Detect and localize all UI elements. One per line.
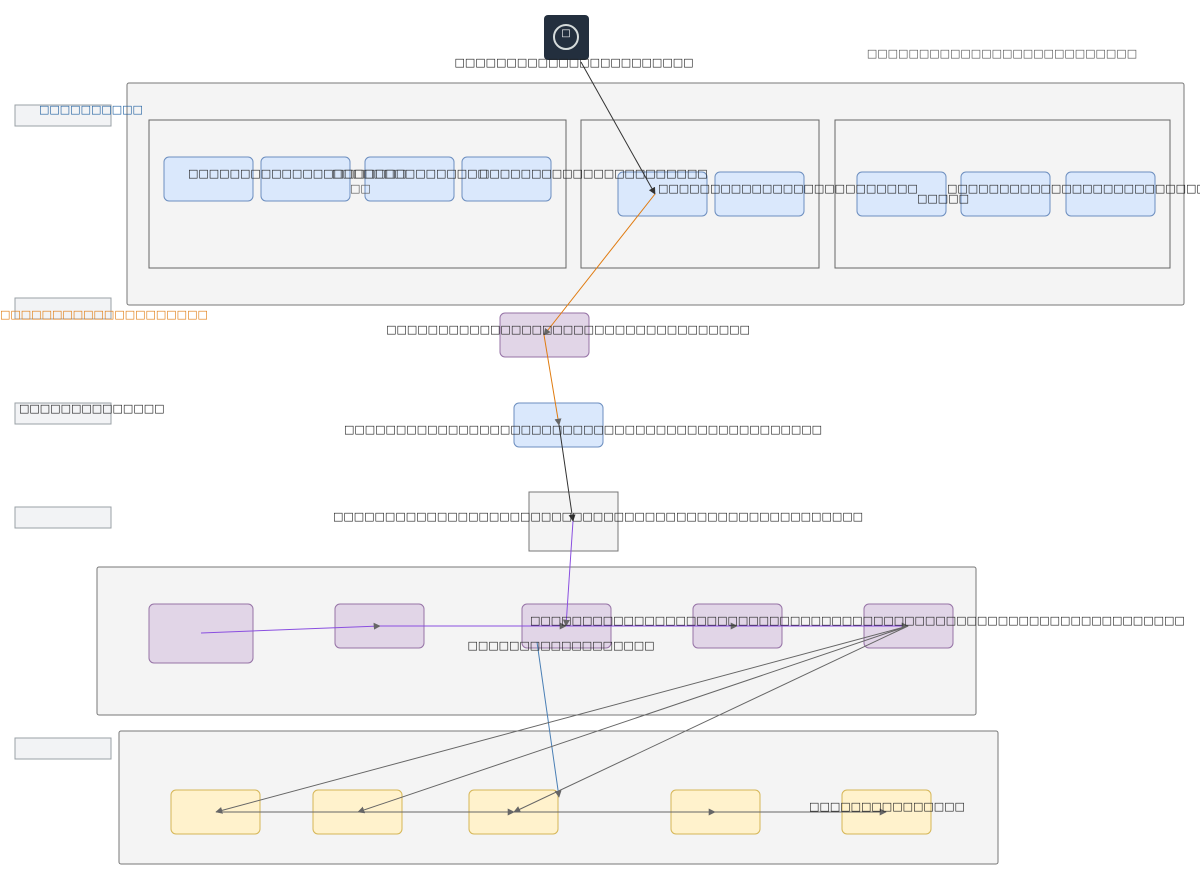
edge-group2-to-purple — [543, 193, 656, 336]
mid-purple-label: □□□□□□□□□□□□□□□□□□□□□□□□□□□□□□□□□□□ — [386, 323, 750, 336]
group2-node-1 — [617, 171, 708, 217]
edge-gray-to-row1 — [562, 520, 574, 627]
group2-node-2 — [714, 171, 805, 217]
group-2 — [580, 119, 820, 269]
row1-node-1 — [148, 603, 254, 664]
group1-node-3 — [364, 156, 455, 202]
lane-label-2: □□□□□□□□□□□□□□□□□□□□ — [0, 308, 208, 321]
top-actor-label: □□□□□□□□□□□□□□□□□□□□□□□ — [454, 56, 693, 69]
group2-node-1-label: □□□□□□□□□□□□□□□□□□□□□□□□□ — [658, 182, 918, 195]
group1-node-2-label: □□ — [350, 182, 371, 195]
edge-blue-to-gray — [558, 424, 576, 522]
user-icon[interactable]: □ — [544, 15, 589, 60]
mid-blue-label: □□□□□□□□□□□□□□□□□□□□□□□□□□□□□□□□□□□□□□□□… — [344, 423, 822, 436]
group1-node-4-label: □□□□□□□□□□□□□□□□□□□□□□ — [479, 167, 708, 180]
lane-label-3: □□□□□□□□□□□□□□ — [19, 402, 165, 415]
edge-actor-to-group2 — [580, 61, 656, 195]
edge-row1-5-to-row2-2 — [357, 625, 909, 814]
lane-marker-4 — [14, 506, 112, 529]
group-1 — [148, 119, 567, 269]
edge-row1-to-row2-blue — [536, 641, 562, 798]
group3-node-1 — [856, 171, 947, 217]
group3-node-1-label: □□□□□ — [917, 192, 969, 205]
edge-row1-5-to-row2-3 — [513, 625, 909, 813]
lane-marker-1 — [14, 104, 112, 127]
group1-node-3-label: □□□□□□□□□□□□□□□ — [332, 167, 488, 180]
group1-node-1-label: □□□□□□□□□□□□□□□□□□□□□ — [188, 167, 406, 180]
group-3 — [834, 119, 1171, 269]
edge-row1-1-2 — [200, 622, 381, 634]
group3-node-2-label: □□□□□□□□□□□□□□□□□□□□□□□□□□□□□□□□□□□□□□□□ — [947, 182, 1200, 195]
row1-label-b: □□□□□□□□□□□□□□□□□□ — [467, 639, 654, 652]
group1-node-2 — [260, 156, 351, 202]
row2-label: □□□□□□□□□□□□□□□ — [809, 800, 965, 813]
lane-label-1: □□□□□□□□□□ — [39, 103, 143, 116]
edge-row1-5-to-row2-1 — [215, 625, 909, 814]
group3-node-3 — [1065, 171, 1156, 217]
lane-marker-3 — [14, 402, 112, 425]
edge-purple-to-blue — [543, 334, 562, 426]
lane-marker-2 — [14, 297, 112, 320]
lane-marker-5 — [14, 737, 112, 760]
group1-node-1 — [163, 156, 254, 202]
mid-gray-label: □□□□□□□□□□□□□□□□□□□□□□□□□□□□□□□□□□□□□□□□… — [333, 510, 863, 523]
group3-node-2 — [960, 171, 1051, 217]
top-right-note: □□□□□□□□□□□□□□□□□□□□□□□□□□ — [867, 47, 1137, 60]
row1-label-a: □□□□□□□□□□□□□□□□□□□□□□□□□□□□□□□□□□□□□□□□… — [530, 614, 1185, 627]
user-icon-glyph: □ — [561, 28, 570, 39]
group1-node-4 — [461, 156, 552, 202]
